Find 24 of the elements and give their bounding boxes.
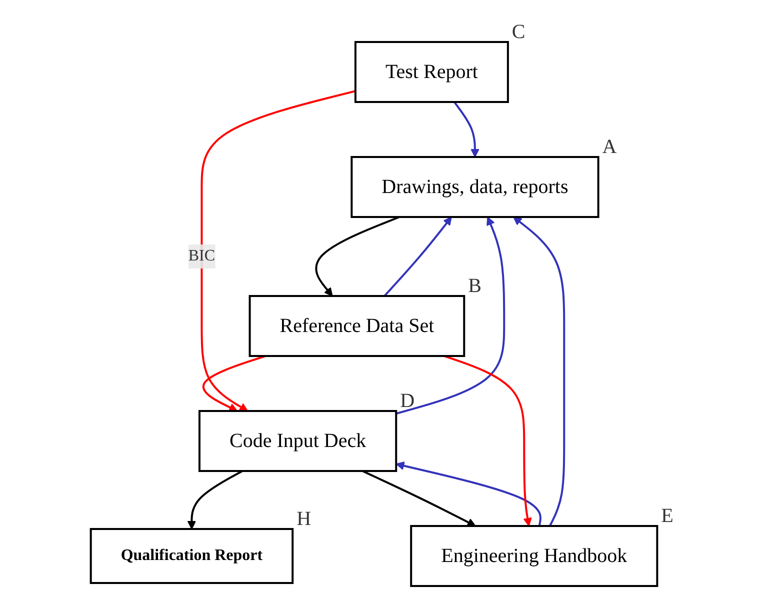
arrow xyxy=(512,216,565,526)
arrow xyxy=(395,461,541,526)
arrow xyxy=(362,470,476,526)
node-letter: B xyxy=(468,275,481,297)
node-box: Engineering Handbook xyxy=(410,525,658,587)
edge-label: BIC xyxy=(188,248,215,264)
node-letter: C xyxy=(511,21,525,43)
arrow xyxy=(452,101,479,158)
node-letter: E xyxy=(660,505,673,527)
node-box: Qualification Report xyxy=(89,528,294,584)
node-box: Reference Data Set xyxy=(248,295,465,357)
arrow xyxy=(200,90,356,412)
arrow xyxy=(395,216,505,415)
arrow xyxy=(186,470,242,530)
node-box: Code Input Deck xyxy=(198,410,397,472)
node-letter: A xyxy=(602,136,616,158)
node-letter: H xyxy=(296,508,311,530)
node-box: Drawings, data, reports xyxy=(350,156,599,218)
arrow xyxy=(314,216,400,296)
node-box: Test Report xyxy=(354,41,508,103)
node-letter: D xyxy=(400,390,414,412)
arrow xyxy=(383,216,452,297)
arrow xyxy=(443,355,532,526)
arrow xyxy=(202,355,266,412)
